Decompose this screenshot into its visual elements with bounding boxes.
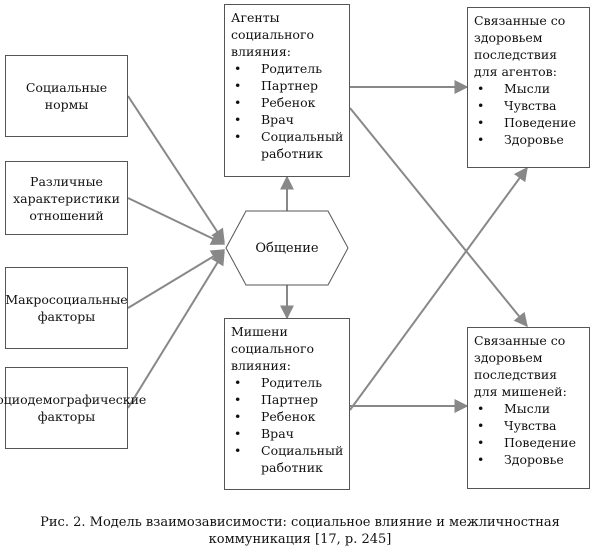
targets-item: Социальный работник — [231, 442, 343, 476]
agent-outcomes-item: Чувства — [474, 97, 583, 114]
macrosocial-factors-label: Макросоциальные факторы — [5, 292, 128, 324]
target-outcomes-item: Поведение — [474, 434, 583, 451]
targets-item: Родитель — [231, 374, 343, 391]
agents-list: Родитель Партнер Ребенок Врач Социальный… — [231, 60, 343, 162]
target-outcomes-list: Мысли Чувства Поведение Здоровье — [474, 400, 583, 468]
target-outcomes-box: Связанные со здоровьем последствия для м… — [467, 327, 590, 489]
targets-item: Врач — [231, 425, 343, 442]
macrosocial-factors-box: Макросоциальные факторы — [5, 267, 128, 349]
communication-label: Общение — [255, 240, 319, 256]
targets-item: Ребенок — [231, 408, 343, 425]
agents-item: Врач — [231, 111, 343, 128]
agent-outcomes-item: Поведение — [474, 114, 583, 131]
target-outcomes-item: Чувства — [474, 417, 583, 434]
arrow-norms-to-communication — [127, 95, 225, 244]
relationship-characteristics-box: Различные характеристики отношений — [5, 161, 128, 235]
arrow-agents-to-target-outcomes — [349, 107, 528, 328]
arrow-relations-to-communication — [127, 197, 226, 245]
communication-hexagon — [225, 210, 349, 286]
agent-outcomes-list: Мысли Чувства Поведение Здоровье — [474, 80, 583, 148]
relationship-characteristics-label: Различные характеристики отношений — [13, 173, 120, 223]
agent-outcomes-item: Здоровье — [474, 131, 583, 148]
social-norms-box: Социальные нормы — [5, 55, 128, 137]
targets-title: Мишени социального влияния: — [231, 324, 315, 373]
agent-outcomes-item: Мысли — [474, 80, 583, 97]
agent-outcomes-title: Связанные со здоровьем последствия для а… — [474, 13, 566, 79]
agents-item: Партнер — [231, 77, 343, 94]
target-outcomes-item: Здоровье — [474, 451, 583, 468]
targets-item: Партнер — [231, 391, 343, 408]
agents-box: Агенты социального влияния: Родитель Пар… — [224, 4, 350, 177]
figure-caption-line-2: коммуникация [17, р. 245] — [208, 532, 392, 547]
agents-item: Родитель — [231, 60, 343, 77]
targets-box: Мишени социального влияния: Родитель Пар… — [224, 318, 350, 490]
sociodemographic-factors-box: Социодемографические факторы — [0, 367, 146, 449]
social-norms-label: Социальные нормы — [25, 80, 108, 112]
agents-title: Агенты социального влияния: — [231, 10, 315, 59]
sociodemographic-factors-label: Социодемографические факторы — [0, 392, 147, 424]
figure-caption-line-1: Рис. 2. Модель взаимозависимости: социал… — [40, 515, 560, 530]
agents-item: Социальный работник — [231, 128, 343, 162]
agent-outcomes-box: Связанные со здоровьем последствия для а… — [467, 7, 590, 168]
arrow-targets-to-agent-outcomes — [349, 166, 528, 411]
target-outcomes-item: Мысли — [474, 400, 583, 417]
target-outcomes-title: Связанные со здоровьем последствия для м… — [474, 333, 567, 399]
agents-item: Ребенок — [231, 94, 343, 111]
targets-list: Родитель Партнер Ребенок Врач Социальный… — [231, 374, 343, 476]
arrow-sociodemo-to-communication — [127, 250, 225, 409]
arrow-macro-to-communication — [127, 249, 226, 309]
